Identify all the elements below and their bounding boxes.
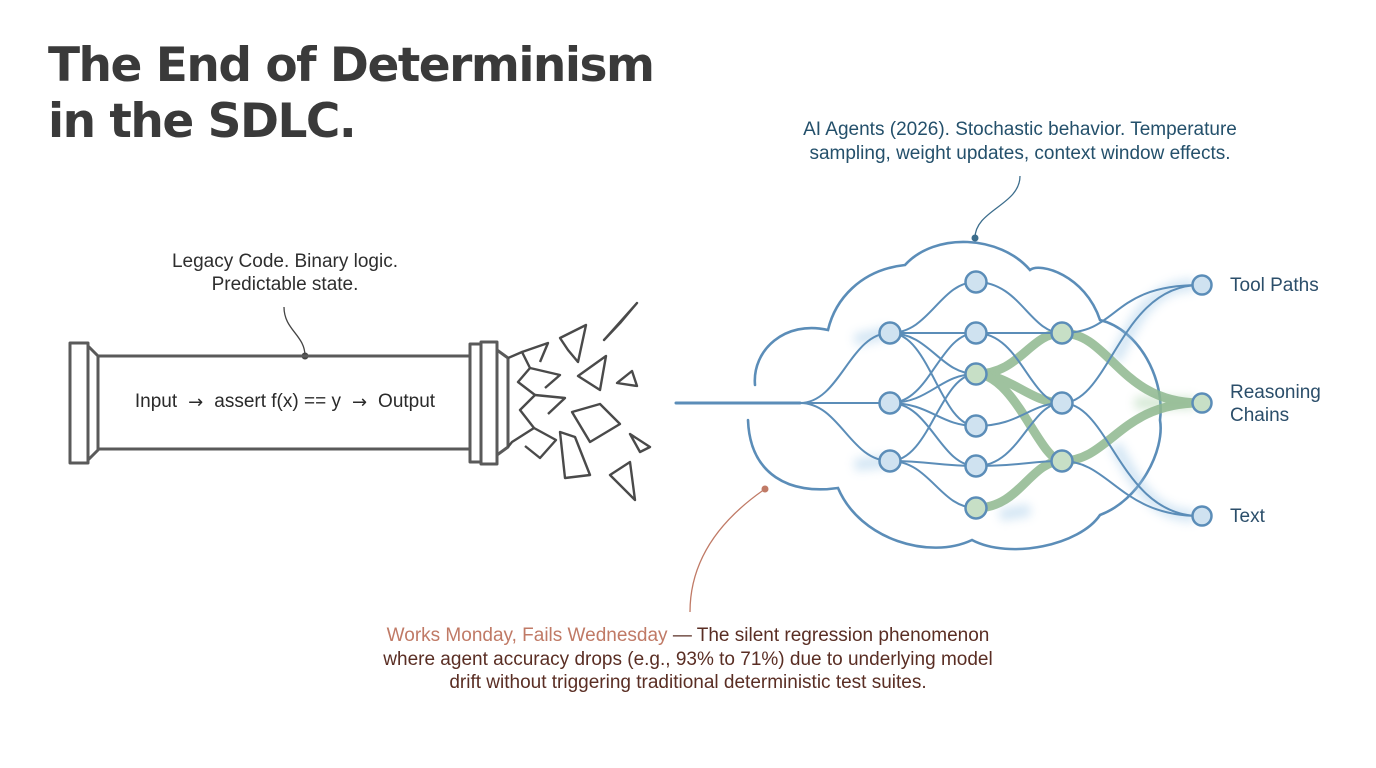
legacy-label-line-1: Legacy Code. Binary logic. bbox=[171, 251, 398, 272]
legacy-callout-line bbox=[283, 306, 309, 360]
page-title: The End of Determinism in the SDLC. bbox=[48, 38, 655, 150]
text-output-text: Text bbox=[1230, 506, 1265, 527]
caption-callout-line bbox=[689, 485, 769, 613]
legacy-label-line-2: Predictable state. bbox=[211, 274, 359, 295]
reasoning-line-2: Chains bbox=[1230, 405, 1290, 426]
arrow-right-icon: → bbox=[351, 391, 368, 413]
reasoning-line-1: Reasoning bbox=[1230, 382, 1321, 403]
ai-callout-line bbox=[971, 175, 1021, 242]
ai-label-line-2: sampling, weight updates, context window… bbox=[809, 143, 1231, 164]
pipe-contents: Input → assert f(x) == y → Output bbox=[104, 391, 466, 413]
title-line-1: The End of Determinism bbox=[48, 38, 655, 93]
shatter-shards bbox=[507, 301, 652, 502]
regression-caption: Works Monday, Fails Wednesday — The sile… bbox=[368, 624, 1008, 695]
neural-network-cloud bbox=[674, 240, 1213, 551]
caption-highlight: Works Monday, Fails Wednesday bbox=[386, 625, 668, 646]
caption-body: — The silent regression phenomenon where… bbox=[383, 625, 993, 693]
output-label-tool-paths: Tool Paths bbox=[1230, 274, 1319, 297]
tool-paths-text: Tool Paths bbox=[1230, 275, 1319, 296]
pipe-output-text: Output bbox=[378, 391, 436, 412]
ai-label-line-1: AI Agents (2026). Stochastic behavior. T… bbox=[803, 119, 1237, 140]
ai-agents-label: AI Agents (2026). Stochastic behavior. T… bbox=[770, 118, 1270, 166]
output-label-reasoning-chains: Reasoning Chains bbox=[1230, 381, 1321, 427]
legacy-pipe bbox=[68, 340, 510, 466]
pipe-input-text: Input bbox=[134, 391, 178, 412]
title-line-2: in the SDLC. bbox=[48, 94, 357, 149]
pipe-assert-text: assert f(x) == y bbox=[214, 391, 341, 412]
arrow-right-icon: → bbox=[188, 391, 204, 413]
output-label-text: Text bbox=[1230, 505, 1265, 528]
legacy-code-label: Legacy Code. Binary logic. Predictable s… bbox=[140, 250, 430, 296]
